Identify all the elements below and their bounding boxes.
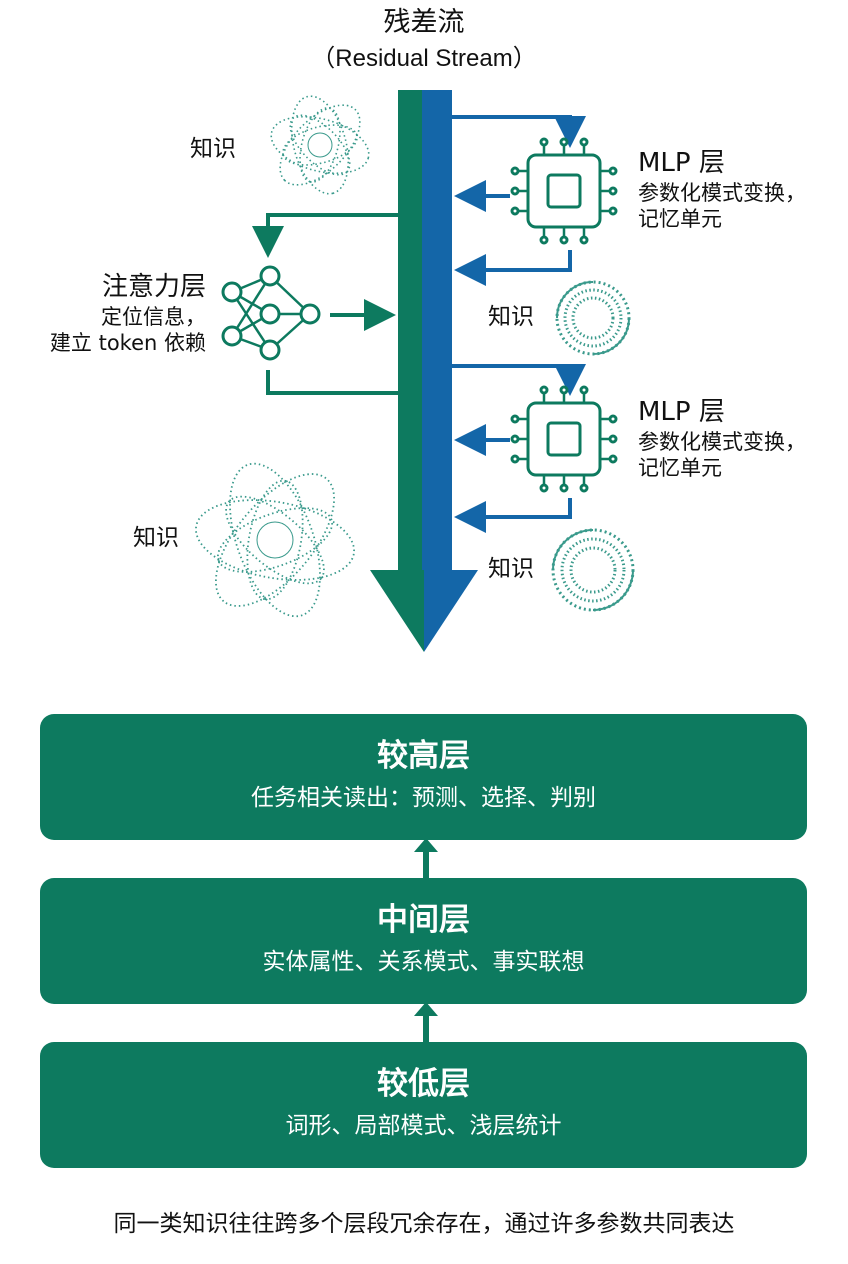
mlp2-return-arrow xyxy=(454,498,572,533)
mlp-title: MLP 层 xyxy=(638,397,725,427)
chip-icon xyxy=(510,137,618,245)
layer-title: 中间层 xyxy=(377,902,470,938)
layer-title: 较低层 xyxy=(377,1066,470,1102)
mlp1-read-arrow xyxy=(452,115,586,148)
attention-line1: 定位信息， xyxy=(101,304,206,329)
knowledge-cloud-icon xyxy=(270,95,370,195)
layer-subtitle: 任务相关读出：预测、选择、判别 xyxy=(251,785,596,812)
attention-read-arrow xyxy=(252,213,398,258)
attention-title: 注意力层 xyxy=(101,272,206,302)
mlp-line2: 记忆单元 xyxy=(638,455,722,480)
stream-title-en: （Residual Stream） xyxy=(311,45,537,72)
layer-subtitle: 实体属性、关系模式、事实联想 xyxy=(262,949,585,976)
neural-network-icon xyxy=(221,265,321,361)
layer-title: 较高层 xyxy=(377,738,470,774)
knowledge-label: 知识 xyxy=(488,304,534,330)
mlp-label-1: MLP 层 参数化模式变换， 记忆单元 xyxy=(638,147,806,232)
mlp-label-2: MLP 层 参数化模式变换， 记忆单元 xyxy=(638,396,806,481)
layer-subtitle: 词形、局部模式、浅层统计 xyxy=(285,1113,562,1140)
attention-return-line xyxy=(266,370,398,395)
layer-low: 较低层 词形、局部模式、浅层统计 xyxy=(40,1042,807,1168)
knowledge-label: 知识 xyxy=(133,525,179,551)
layer-high: 较高层 任务相关读出：预测、选择、判别 xyxy=(40,714,807,840)
layer-middle: 中间层 实体属性、关系模式、事实联想 xyxy=(40,878,807,1004)
up-arrow-icon xyxy=(414,1002,438,1044)
attention-label: 注意力层 定位信息， 建立 token 依赖 xyxy=(50,271,206,356)
residual-stream-arrow xyxy=(370,90,478,652)
knowledge-swirl-icon xyxy=(555,280,631,356)
mlp-title: MLP 层 xyxy=(638,148,725,178)
mlp-line1: 参数化模式变换， xyxy=(638,180,806,205)
up-arrow-icon xyxy=(414,838,438,880)
mlp2-read-arrow xyxy=(452,364,586,396)
residual-stream-diagram xyxy=(195,90,635,652)
mlp1-return-arrow xyxy=(454,250,572,286)
stream-title-cn: 残差流 xyxy=(383,7,465,38)
knowledge-label: 知识 xyxy=(488,556,534,582)
footer-note: 同一类知识往往跨多个层段冗余存在，通过许多参数共同表达 xyxy=(113,1211,735,1237)
chip-icon xyxy=(510,385,618,493)
knowledge-cloud-icon xyxy=(195,462,355,618)
attention-line2: 建立 token 依赖 xyxy=(49,330,206,355)
mlp-line2: 记忆单元 xyxy=(638,206,722,231)
knowledge-swirl-icon xyxy=(551,528,635,612)
mlp-line1: 参数化模式变换， xyxy=(638,429,806,454)
knowledge-label: 知识 xyxy=(190,136,236,162)
